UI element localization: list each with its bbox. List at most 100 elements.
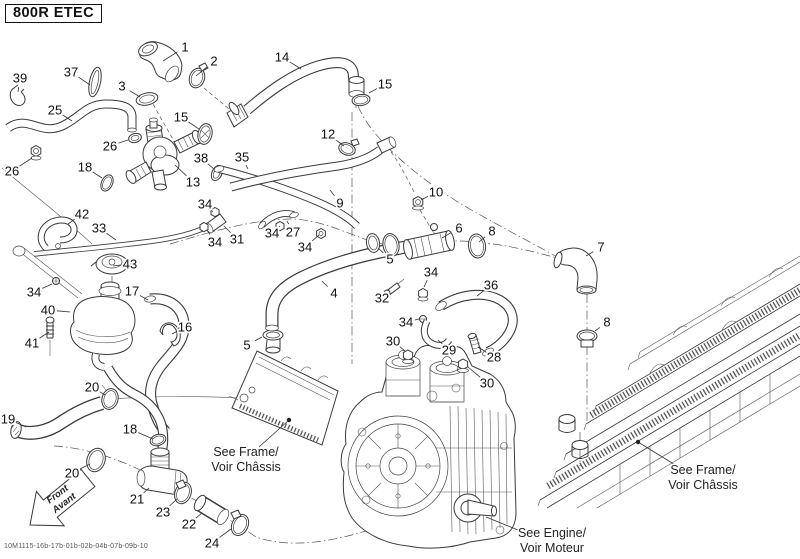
svg-text:20: 20 xyxy=(85,380,99,395)
callout-18: 18 xyxy=(121,420,154,440)
svg-text:8: 8 xyxy=(603,315,610,330)
callout-20: 20 xyxy=(63,463,91,482)
svg-text:28: 28 xyxy=(487,350,501,365)
front-direction-arrow: Front Avant xyxy=(29,468,96,527)
svg-text:Voir Châssis: Voir Châssis xyxy=(211,460,280,474)
hex-nut-34a xyxy=(210,206,220,218)
annotation-2: See Engine/Voir Moteur xyxy=(485,516,588,557)
svg-text:18: 18 xyxy=(123,422,137,437)
callout-14: 14 xyxy=(273,48,302,70)
callout-8: 8 xyxy=(478,222,497,243)
tunnel-fitting-boss xyxy=(558,414,589,459)
svg-text:14: 14 xyxy=(275,50,289,65)
clamp-20b xyxy=(86,447,106,473)
clamp-15b xyxy=(351,93,371,107)
engine-drawing xyxy=(340,345,517,549)
elbow-hose-29 xyxy=(420,319,452,349)
callout-6: 6 xyxy=(441,219,464,239)
svg-text:13: 13 xyxy=(186,175,200,190)
callout-10: 10 xyxy=(420,183,445,201)
callout-27: 27 xyxy=(284,220,302,241)
svg-text:20: 20 xyxy=(65,466,79,481)
svg-text:29: 29 xyxy=(442,343,456,358)
callout-26: 26 xyxy=(101,137,129,155)
hose-19 xyxy=(10,396,105,440)
clamp-2 xyxy=(188,62,209,89)
callout-39: 39 xyxy=(11,69,29,93)
hose-33 xyxy=(33,221,214,257)
reservoir-bolt xyxy=(45,316,55,356)
radiator-filler-neck xyxy=(262,329,284,354)
svg-text:32: 32 xyxy=(375,291,389,306)
svg-text:24: 24 xyxy=(205,536,219,551)
svg-text:37: 37 xyxy=(64,65,78,80)
fitting-31 xyxy=(199,206,227,234)
hose-22 xyxy=(193,494,230,526)
catalog-part-code: 10M1115-16b-17b-01b-02b-04b-07b-09b-10 xyxy=(4,543,148,550)
model-title: 800R ETEC xyxy=(5,4,102,23)
svg-text:40: 40 xyxy=(41,303,55,318)
hex-nut-30b xyxy=(457,358,469,373)
svg-text:39: 39 xyxy=(13,71,27,86)
callout-21: 21 xyxy=(128,487,150,508)
hex-fitting-10 xyxy=(412,195,424,211)
clamp-8b xyxy=(576,329,598,348)
callout-12: 12 xyxy=(319,125,345,147)
callout-37: 37 xyxy=(62,63,91,86)
callout-34: 34 xyxy=(263,224,281,243)
callout-33: 33 xyxy=(90,219,117,241)
callout-18: 18 xyxy=(76,158,103,179)
svg-text:26: 26 xyxy=(103,139,117,154)
callout-34: 34 xyxy=(397,313,420,331)
hex-nut-34b xyxy=(199,221,209,233)
callout-19: 19 xyxy=(0,410,27,428)
svg-text:31: 31 xyxy=(230,232,244,247)
elbow-7 xyxy=(553,247,598,295)
svg-text:42: 42 xyxy=(75,207,89,222)
coolant-tank xyxy=(70,296,136,355)
svg-text:1: 1 xyxy=(181,40,188,55)
cap-26a xyxy=(128,132,142,144)
svg-text:9: 9 xyxy=(336,196,343,211)
bleed-screw-32 xyxy=(383,278,405,297)
svg-text:26: 26 xyxy=(5,164,19,179)
svg-text:4: 4 xyxy=(330,286,337,301)
handle-42 xyxy=(37,216,78,251)
svg-text:17: 17 xyxy=(125,284,139,299)
thermostat-housing-13 xyxy=(125,117,203,191)
tunnel-heat-exchanger xyxy=(537,255,800,509)
callout-26: 26 xyxy=(3,157,33,180)
svg-text:38: 38 xyxy=(194,151,208,166)
coupler-6 xyxy=(403,223,455,260)
clamp-18a xyxy=(100,174,114,192)
seal-ring-37 xyxy=(88,66,102,98)
hose-35 xyxy=(213,165,360,229)
svg-text:5: 5 xyxy=(386,252,393,267)
svg-text:2: 2 xyxy=(210,54,217,69)
svg-text:30: 30 xyxy=(386,334,400,349)
clamp-16 xyxy=(159,322,181,347)
svg-text:18: 18 xyxy=(78,160,92,175)
callout-42: 42 xyxy=(67,205,91,225)
bolt-28 xyxy=(467,332,482,355)
callout-30: 30 xyxy=(467,366,496,392)
callout-35: 35 xyxy=(233,148,251,170)
engine-block-fins xyxy=(357,383,512,535)
callout-34: 34 xyxy=(25,283,53,301)
callout-23: 23 xyxy=(154,498,178,521)
hose-9 xyxy=(229,136,397,192)
callout-34: 34 xyxy=(296,234,320,256)
svg-text:34: 34 xyxy=(27,285,41,300)
callout-24: 24 xyxy=(203,528,232,552)
annotation-1: See Frame/Voir Châssis xyxy=(635,439,739,494)
clip-39 xyxy=(9,84,26,106)
callout-1: 1 xyxy=(162,38,190,62)
callout-29: 29 xyxy=(437,339,458,359)
callout-34: 34 xyxy=(422,263,440,288)
svg-text:36: 36 xyxy=(484,278,498,293)
callout-16: 16 xyxy=(171,318,194,336)
svg-text:See Frame/: See Frame/ xyxy=(670,463,736,477)
